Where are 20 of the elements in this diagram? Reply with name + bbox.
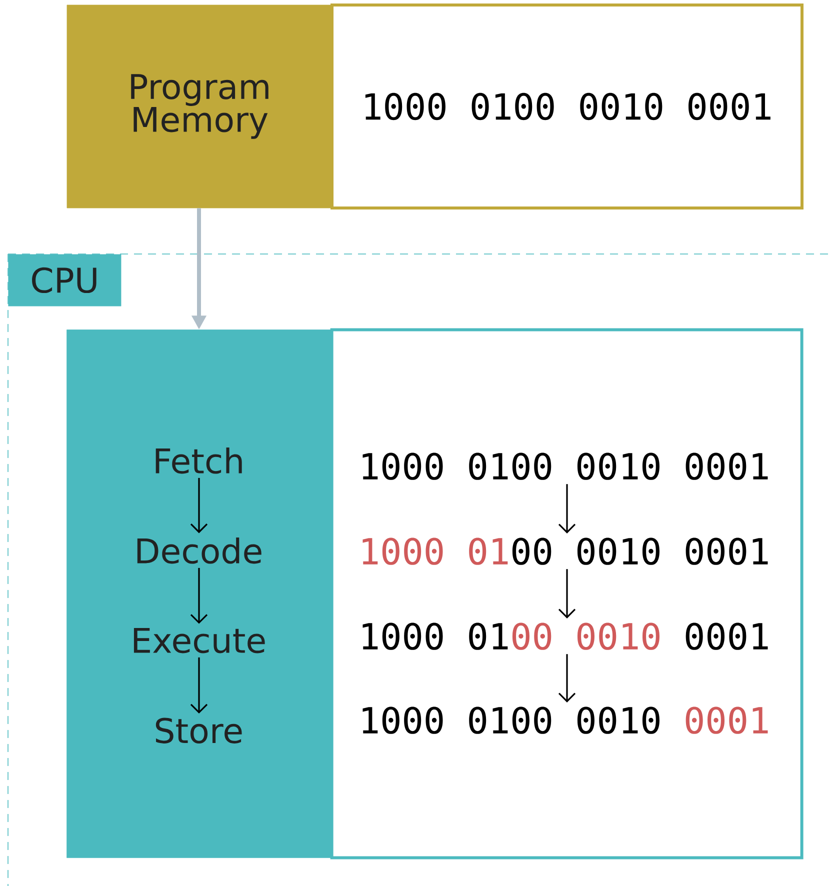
cpu-tab: CPU <box>8 254 122 306</box>
cpu-region <box>8 254 831 886</box>
arrow <box>558 484 576 534</box>
binary-row: 1000 0100 0010 0001 <box>362 622 768 650</box>
arrow <box>558 569 576 618</box>
binary-row: 1000 0100 0010 0001 <box>362 452 768 480</box>
binary-row: 1000 0100 0010 0001 <box>362 706 768 734</box>
instruction-box <box>330 328 804 860</box>
binary-row: 1000 0100 0010 0001 <box>362 538 768 565</box>
memory-box: Program Memory <box>66 4 332 208</box>
memory-content-box: 1000 0100 0010 0001 <box>330 4 804 210</box>
stage-label: Decode <box>137 537 262 564</box>
stage-label: Execute <box>134 628 265 654</box>
stage-label: Store <box>156 718 242 744</box>
stage-label: Fetch <box>156 447 242 474</box>
arrow <box>190 478 208 534</box>
arrow <box>558 654 576 702</box>
arrow <box>190 657 208 714</box>
arrow <box>190 568 208 624</box>
stage-box <box>66 330 332 858</box>
